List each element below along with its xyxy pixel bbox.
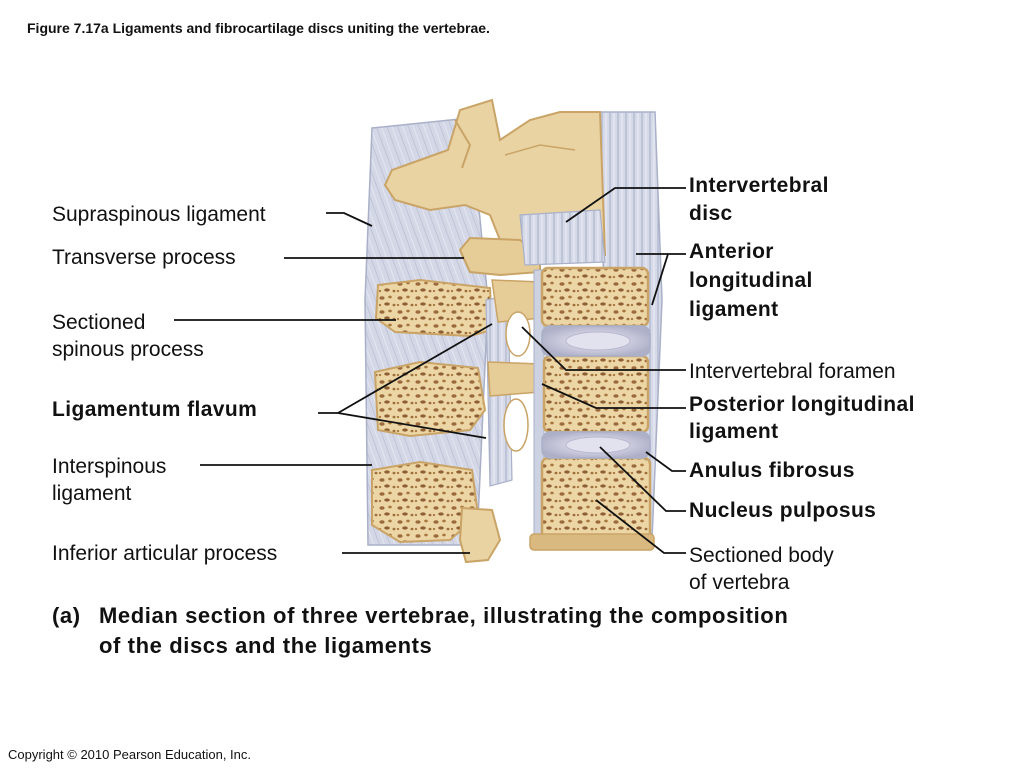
label-line: Interspinous [52, 455, 167, 478]
caption-part-letter: (a) [52, 603, 81, 628]
caption-line: of the discs and the ligaments [99, 633, 433, 658]
label-line: spinous process [52, 338, 204, 361]
label-ligamentum-flavum: Ligamentum flavum [52, 398, 258, 421]
label-line: of vertebra [689, 571, 790, 594]
label-line: ligament [52, 482, 132, 505]
label-line: Posterior longitudinal [689, 393, 915, 416]
label-supraspinous-ligament: Supraspinous ligament [52, 203, 266, 226]
label-line: ligament [689, 420, 779, 443]
label-nucleus-pulposus: Nucleus pulposus [689, 499, 877, 522]
label-line: Anterior [689, 240, 774, 263]
label-inferior-articular-process: Inferior articular process [52, 542, 278, 565]
label-intervertebral-foramen: Intervertebral foramen [689, 360, 896, 383]
label-line: Sectioned body [689, 544, 834, 567]
leader-lines [174, 187, 686, 554]
label-intervertebral-disc: Intervertebral disc [689, 172, 829, 228]
caption-text: Median section of three vertebrae, illus… [99, 601, 788, 661]
label-sectioned-body-of-vertebra: Sectioned body of vertebra [689, 542, 834, 596]
label-line: disc [689, 202, 733, 225]
caption-line: Median section of three vertebrae, illus… [99, 603, 789, 628]
label-anterior-longitudinal-ligament: Anterior longitudinal ligament [689, 237, 813, 324]
label-line: Intervertebral [689, 174, 829, 197]
label-line: longitudinal [689, 269, 813, 292]
label-transverse-process: Transverse process [52, 246, 236, 269]
label-interspinous-ligament: Interspinous ligament [52, 453, 166, 507]
figure-title: Figure 7.17a Ligaments and fibrocartilag… [27, 20, 490, 36]
label-posterior-longitudinal-ligament: Posterior longitudinal ligament [689, 391, 915, 445]
label-sectioned-spinous-process: Sectioned spinous process [52, 309, 204, 363]
label-anulus-fibrosus: Anulus fibrosus [689, 459, 855, 482]
label-line: ligament [689, 298, 779, 321]
copyright-notice: Copyright © 2010 Pearson Education, Inc. [8, 747, 252, 762]
label-line: Sectioned [52, 311, 146, 334]
